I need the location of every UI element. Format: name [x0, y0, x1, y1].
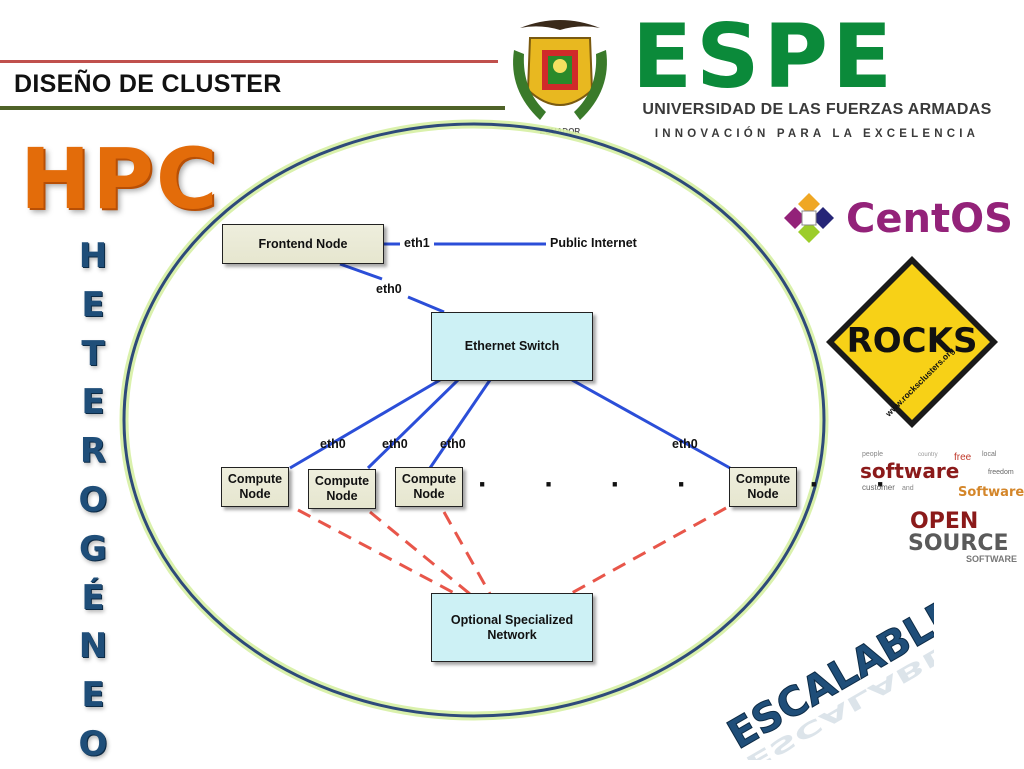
eth1-label: eth1 [404, 236, 430, 250]
header-top-rule [0, 60, 498, 63]
compute-node: Compute Node [221, 467, 289, 507]
slide-title: DISEÑO DE CLUSTER [14, 70, 282, 98]
compute-node: Compute Node [395, 467, 463, 507]
link-switch-compute-2 [366, 378, 460, 470]
vertical-letter: G [79, 528, 107, 569]
compute-eth0-label: eth0 [672, 437, 698, 451]
compute-node: Compute Node [308, 469, 376, 509]
cloud-word: and [902, 485, 914, 492]
header-bottom-rule [0, 106, 505, 110]
compute-node-label-line2: Node [239, 487, 271, 501]
compute-node-label-line2: Node [413, 487, 445, 501]
ethernet-switch-node: Ethernet Switch [431, 312, 593, 381]
compute-node-label-line1: Compute [401, 472, 457, 486]
optional-network-label-line1: Optional Specialized [450, 612, 574, 627]
software-word: software [860, 459, 959, 483]
cluster-boundary-ellipse [122, 122, 826, 718]
vertical-letter: O [78, 479, 108, 520]
optional-link-1 [297, 508, 457, 596]
cloud-word: free [954, 452, 972, 463]
open-source-word-cloud: OPEN SOURCE SOFTWARE [908, 509, 1017, 564]
software-word-cloud: people country free local software freed… [860, 451, 1024, 500]
link-switch-compute-1 [289, 378, 441, 470]
hpc-title: HPC [20, 130, 220, 228]
vertical-word-heterogeneo: H E T E R O G É N E O [70, 232, 116, 769]
compute-node-label-line2: Node [747, 487, 779, 501]
cloud-word: freedom [988, 469, 1014, 476]
vertical-letter: O [78, 723, 108, 764]
espe-logo: ESPE [632, 5, 897, 108]
rocks-logo-icon: ROCKS www.rocksclusters.org [826, 256, 998, 428]
frontend-eth0-label: eth0 [376, 282, 402, 296]
compute-node-label-line1: Compute [314, 474, 370, 488]
ethernet-switch-label: Ethernet Switch [464, 339, 560, 353]
source-word: SOURCE [908, 531, 1009, 556]
link-switch-compute-3 [428, 379, 492, 469]
vertical-letter: H [78, 236, 108, 276]
rocks-logo-text: ROCKS [847, 321, 978, 361]
optional-link-3 [442, 511, 492, 595]
link-switch-compute-4 [571, 378, 731, 470]
compute-node: Compute Node [729, 467, 797, 507]
compute-eth0-label: eth0 [440, 437, 466, 451]
link-frontend-eth0-upper [339, 262, 383, 281]
compute-node-label-line1: Compute [735, 472, 791, 486]
link-frontend-eth0-lower [407, 295, 445, 314]
cloud-word: people [862, 451, 883, 458]
frontend-node-label: Frontend Node [258, 236, 348, 251]
cloud-word: local [982, 451, 997, 458]
escalable-wordart: ESCALABLE ESCALABLE [720, 600, 934, 760]
vertical-letter: T [81, 333, 105, 374]
vertical-letter: É [81, 577, 105, 618]
software-sub-word: Software [958, 485, 1024, 500]
optional-link-4 [569, 506, 727, 596]
open-source-sub-word: SOFTWARE [966, 554, 1017, 564]
cloud-word: customer [862, 483, 895, 492]
centos-logo-icon [784, 193, 834, 243]
vertical-letter: E [81, 675, 105, 716]
optional-specialized-network-node: Optional Specialized Network [431, 593, 593, 662]
optional-network-label-line2: Network [487, 627, 537, 642]
frontend-node: Frontend Node [222, 224, 384, 264]
vertical-letter: E [81, 382, 105, 423]
public-internet-label: Public Internet [550, 236, 637, 250]
university-crest-icon: ECUADOR [513, 20, 607, 136]
institution-motto: INNOVACIÓN PARA LA EXCELENCIA [654, 128, 980, 140]
compute-node-label-line2: Node [326, 489, 358, 503]
open-word: OPEN [910, 509, 978, 534]
compute-nodes-ellipsis: · · · · · · · [478, 468, 910, 501]
optional-link-2 [369, 510, 471, 596]
vertical-letter: R [79, 431, 107, 472]
compute-eth0-label: eth0 [382, 437, 408, 451]
compute-eth0-label: eth0 [320, 437, 346, 451]
institution-name: UNIVERSIDAD DE LAS FUERZAS ARMADAS [642, 101, 992, 118]
vertical-letter: N [78, 626, 108, 667]
compute-node-label-line1: Compute [227, 472, 283, 486]
centos-logo-text: CentOS [846, 196, 1013, 242]
cloud-word: country [918, 452, 938, 458]
vertical-letter: E [81, 284, 105, 325]
